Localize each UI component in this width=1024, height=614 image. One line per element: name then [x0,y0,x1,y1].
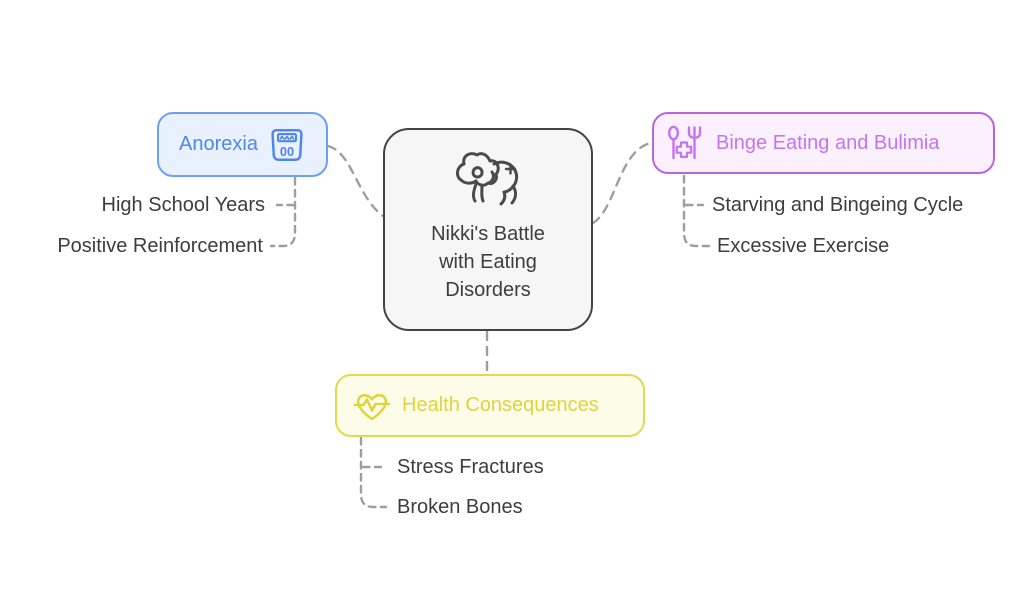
branch-node-binge-eating[interactable]: Binge Eating and Bulimia [652,112,995,174]
leaf-broken-bones[interactable]: Broken Bones [397,496,523,518]
pony-icon [455,152,519,206]
leaf-high-school-years[interactable]: High School Years [101,194,265,216]
center-title-line3: Disorders [445,279,531,301]
weighing-scale-icon: 00 [271,128,303,161]
spoon-fork-plus-icon [667,125,702,160]
center-title-line2: with Eating [439,251,537,273]
connector-binge-children [682,174,711,248]
branch-label-binge-eating: Binge Eating and Bulimia [716,131,940,154]
branch-node-health-consequences[interactable]: Health Consequences [335,374,645,437]
center-node[interactable]: Nikki's Battle with Eating Disorders [383,128,593,331]
branch-label-health-consequences: Health Consequences [402,394,599,416]
center-node-title: Nikki's Battle with Eating Disorders [431,220,545,304]
branch-label-anorexia: Anorexia [179,133,258,155]
leaf-excessive-exercise[interactable]: Excessive Exercise [717,235,890,257]
leaf-starving-and-bingeing-cycle[interactable]: Starving and Bingeing Cycle [712,194,964,216]
center-title-line1: Nikki's Battle [431,223,545,245]
heart-pulse-icon [353,393,391,420]
connector-center-to-binge [591,141,653,225]
branch-node-anorexia[interactable]: Anorexia 00 [157,112,328,177]
leaf-positive-reinforcement[interactable]: Positive Reinforcement [57,235,263,257]
connector-health-children [359,436,388,509]
scale-display-value: 00 [280,143,294,158]
connector-anorexia-to-center [326,144,385,218]
leaf-stress-fractures[interactable]: Stress Fractures [397,456,544,478]
connector-anorexia-children [269,176,297,248]
